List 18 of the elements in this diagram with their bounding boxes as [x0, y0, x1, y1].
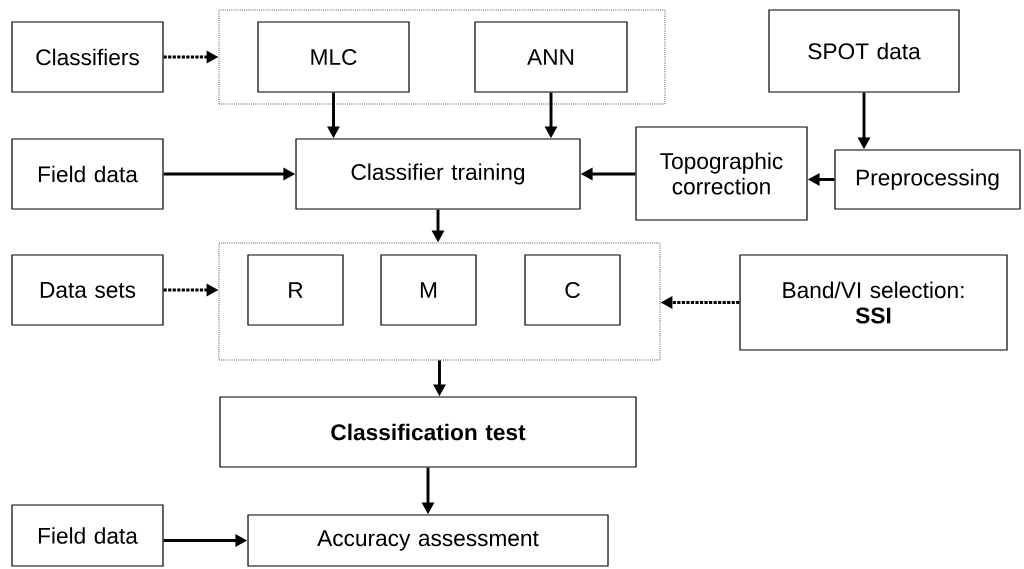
process-box: Preprocessing — [834, 149, 1021, 210]
process-box: Topographic correction — [635, 126, 808, 221]
process-box: C — [524, 254, 621, 326]
process-box: Accuracy assessment — [247, 514, 609, 567]
process-box: ANN — [474, 21, 628, 93]
process-box: Classification test — [219, 396, 637, 468]
process-box: R — [247, 254, 344, 326]
dotted-group-box — [218, 9, 666, 105]
process-box: Field data — [11, 504, 164, 567]
process-box: Band/VI selection: SSI — [739, 254, 1008, 351]
dotted-group-box — [218, 242, 661, 361]
process-box: M — [380, 254, 477, 326]
process-box: MLC — [257, 21, 410, 93]
process-box: Field data — [11, 138, 164, 210]
process-box: Classifier training — [295, 138, 581, 210]
process-box: Classifiers — [11, 21, 164, 93]
process-box: SPOT data — [768, 9, 960, 93]
process-box: Data sets — [11, 254, 164, 326]
